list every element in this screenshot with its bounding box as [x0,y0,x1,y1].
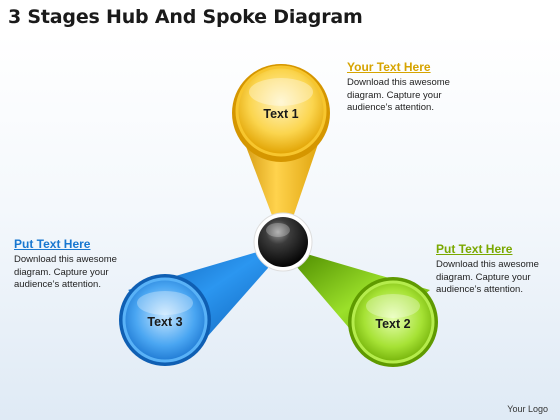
callout-stage-1: Your Text Here Download this awesome dia… [347,60,477,115]
callout-heading: Put Text Here [436,242,513,256]
node-1-label: Text 1 [263,107,298,121]
callout-stage-3: Put Text Here Download this awesome diag… [14,237,144,292]
callout-heading: Put Text Here [14,237,91,251]
stage-2-spoke [296,252,438,367]
page-title: 3 Stages Hub And Spoke Diagram [8,6,363,28]
callout-body: Download this awesome diagram. Capture y… [347,77,450,113]
stage-1-spoke [232,64,330,226]
stage-3-spoke [119,250,268,366]
callout-body: Download this awesome diagram. Capture y… [436,259,539,295]
node-2-label: Text 2 [375,317,410,331]
node-3-label: Text 3 [147,315,182,329]
callout-body: Download this awesome diagram. Capture y… [14,254,117,290]
callout-stage-2: Put Text Here Download this awesome diag… [436,242,560,297]
callout-heading: Your Text Here [347,60,431,74]
hub-sphere [253,212,313,272]
logo-text: Your Logo [507,404,548,414]
